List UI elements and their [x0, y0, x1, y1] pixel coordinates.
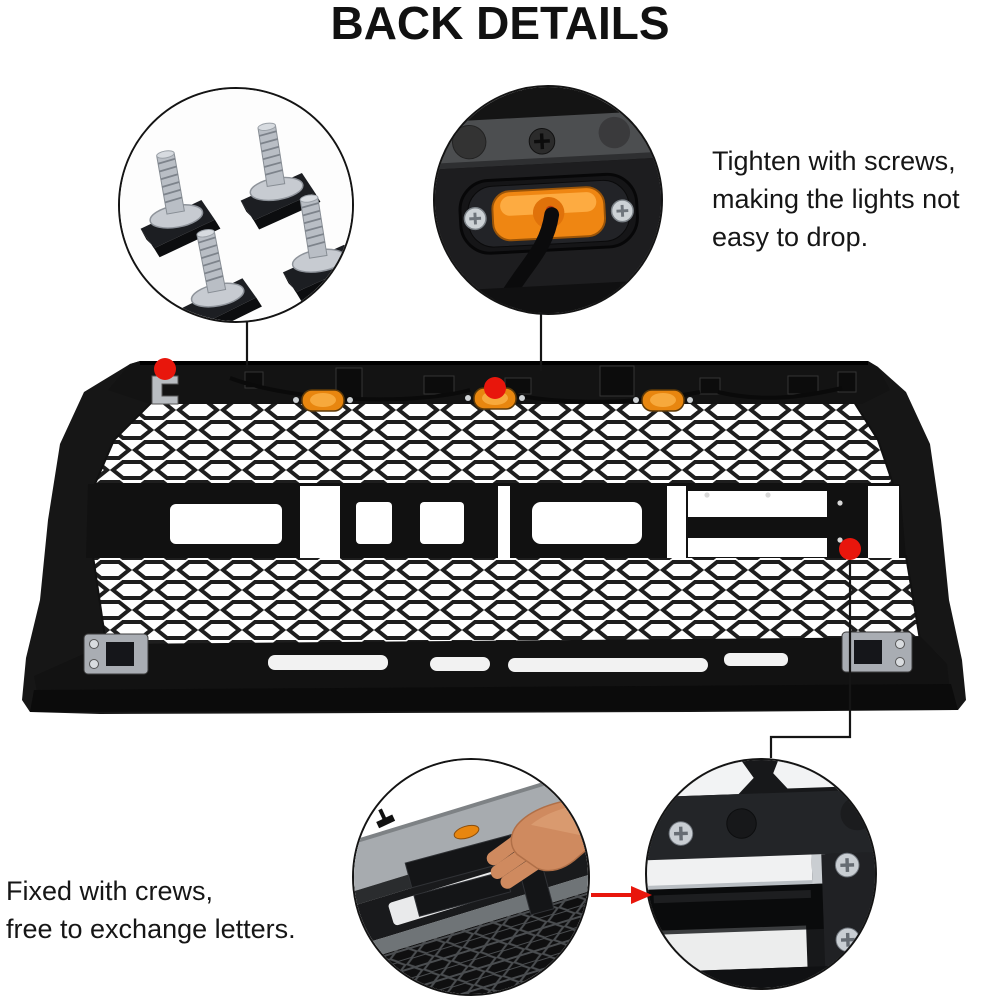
amber-light-illustration — [435, 87, 661, 313]
metal-clip — [151, 375, 179, 405]
lens-screw-right — [610, 199, 634, 223]
mount-hole-2 — [598, 116, 631, 149]
note-lights-line-3: easy to drop. — [712, 222, 869, 252]
amber-marker-lights — [293, 387, 693, 412]
letter-gap-3 — [667, 486, 686, 558]
top-rail — [108, 361, 890, 412]
letter-gap-4 — [868, 486, 899, 558]
latch-bracket-right — [841, 631, 913, 673]
hand — [486, 796, 588, 889]
callout-circle-screw-clips — [118, 87, 354, 323]
note-lights: Tighten with screws, making the lights n… — [712, 142, 1000, 256]
note-lights-line-1: Tighten with screws, — [712, 146, 956, 176]
callout-circle-light-screws — [433, 85, 663, 315]
letter-gap-1 — [300, 486, 340, 558]
small-amber-light — [453, 824, 480, 840]
callout-circle-letter-exchange — [352, 758, 590, 996]
note-letters: Fixed with crews, free to exchange lette… — [6, 872, 356, 948]
screw-clips-illustration — [120, 89, 352, 321]
screw-2 — [834, 852, 860, 878]
page-title: BACK DETAILS — [330, 0, 670, 49]
upper-mesh — [93, 401, 895, 485]
letter-r-cutout-2 — [420, 502, 464, 544]
letter-exchange-illustration — [354, 760, 588, 994]
white-bar-2 — [649, 929, 808, 973]
letter-band — [86, 484, 906, 558]
letter-gap-2 — [498, 486, 510, 558]
lens-screw-left — [463, 207, 487, 231]
amber-light-1 — [293, 389, 353, 412]
screw-1 — [668, 821, 694, 846]
round-recess — [726, 808, 757, 839]
letter-r-cutout-1 — [356, 502, 392, 544]
mount-hole-1 — [452, 124, 487, 160]
note-lights-line-2: making the lights not — [712, 184, 960, 214]
letter-d-cutout — [170, 504, 282, 544]
white-bar-1 — [647, 854, 813, 890]
callout-circle-letter-back — [645, 758, 877, 990]
letter-back-illustration — [647, 760, 875, 988]
letter-o-cutout — [532, 502, 642, 544]
lower-mesh — [91, 555, 923, 653]
clip-knob — [376, 808, 396, 829]
bottom-rail — [30, 631, 958, 712]
phillips-screw-top — [528, 128, 556, 155]
note-letters-line-1: Fixed with crews, — [6, 876, 214, 906]
latch-bracket-left — [83, 633, 149, 675]
letter-f-cutout-1 — [688, 491, 827, 517]
amber-light-3 — [633, 389, 693, 412]
note-letters-line-2: free to exchange letters. — [6, 914, 296, 944]
letter-f-cutout-2 — [688, 538, 827, 557]
